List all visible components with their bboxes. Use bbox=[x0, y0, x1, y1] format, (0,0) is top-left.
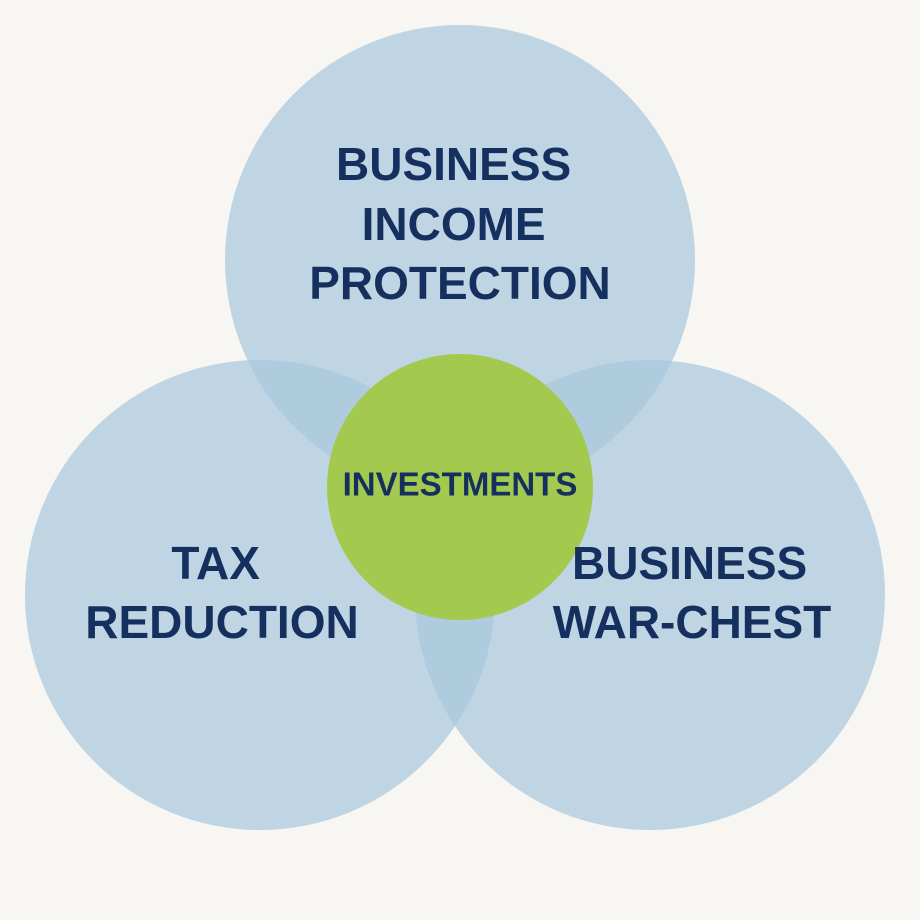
left-set-label: TAX REDUCTION bbox=[85, 537, 358, 648]
left-label-line-2: REDUCTION bbox=[85, 596, 358, 648]
right-label-line-2: WAR-CHEST bbox=[553, 596, 832, 648]
right-label-line-1: BUSINESS bbox=[572, 537, 807, 589]
left-label-line-1: TAX bbox=[171, 537, 260, 589]
right-set-label: BUSINESS WAR-CHEST bbox=[553, 537, 832, 648]
circle-center bbox=[327, 354, 593, 620]
top-set-label: BUSINESS INCOME PROTECTION bbox=[309, 138, 611, 309]
top-label-line-3: PROTECTION bbox=[309, 257, 611, 309]
center-label: INVESTMENTS bbox=[343, 466, 578, 503]
top-label-line-2: INCOME bbox=[362, 198, 546, 250]
top-label-line-1: BUSINESS bbox=[336, 138, 571, 190]
